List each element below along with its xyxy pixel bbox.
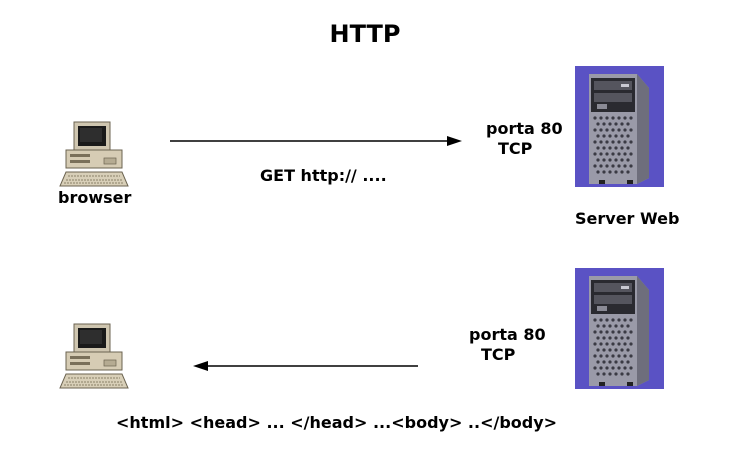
desktop-computer-icon [59,323,129,389]
port-label-response: porta 80 TCP [469,325,546,365]
port-number-text: porta 80 [486,119,563,138]
client-label: browser [58,188,132,207]
port-number-text: porta 80 [469,325,546,344]
diagram-title: HTTP [329,20,401,48]
response-label: <html> <head> ... </head> ...<body> ..</… [116,413,558,432]
protocol-text: TCP [481,345,516,364]
desktop-computer-icon [59,121,129,187]
server-tower-icon [575,268,664,389]
protocol-text: TCP [498,139,533,158]
request-arrow [170,136,462,146]
request-label: GET http:// .... [260,166,387,185]
server-label: Server Web [575,209,680,228]
port-label-request: porta 80 TCP [486,119,563,159]
response-arrow [193,361,418,371]
server-tower-icon [575,66,664,187]
